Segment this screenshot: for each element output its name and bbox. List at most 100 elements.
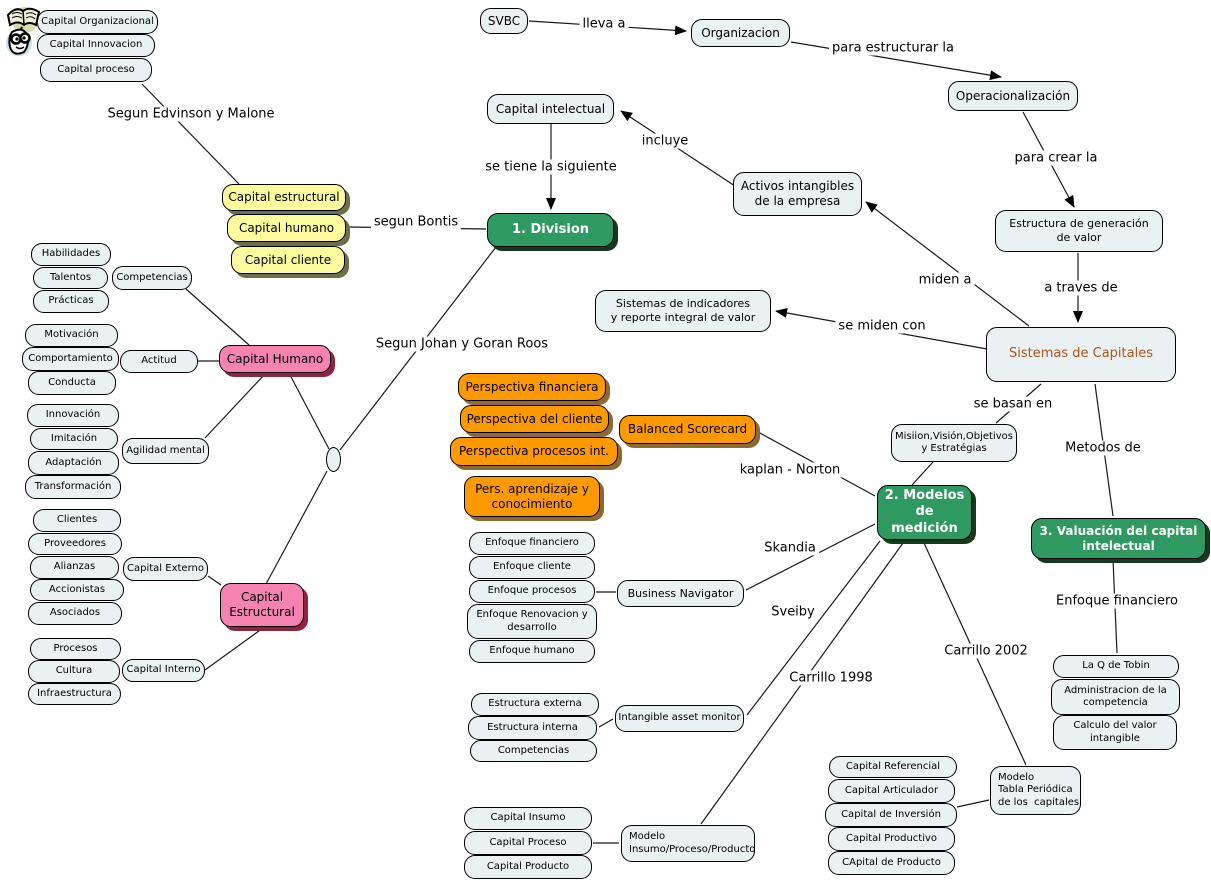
node-estructura-interna[interactable]: Estructura interna <box>468 716 597 740</box>
node-estructura-generacion-valor[interactable]: Estructura de generación de valor <box>995 210 1163 252</box>
node-competencias-sveiby[interactable]: Competencias <box>470 740 597 762</box>
node-talentos[interactable]: Talentos <box>33 267 108 289</box>
link-label-lleva-a[interactable]: lleva a <box>579 16 629 32</box>
node-capital-innovacion[interactable]: Capital Innovacion <box>37 34 155 57</box>
edge-line <box>956 799 990 808</box>
node-modelo-insumo-proceso-producto[interactable]: Modelo Insumo/Proceso/Producto <box>621 825 755 862</box>
link-label-segun-bontis[interactable]: segun Bontis <box>370 214 462 230</box>
node-junction[interactable] <box>326 447 341 472</box>
link-label-para-crear-la[interactable]: para crear la <box>1011 150 1101 166</box>
node-practicas[interactable]: Prácticas <box>33 290 109 313</box>
node-activos-intangibles[interactable]: Activos intangibles de la empresa <box>733 172 862 216</box>
node-enfoque-renovacion[interactable]: Enfoque Renovacion y desarrollo <box>467 604 597 639</box>
link-label-se-miden-con[interactable]: se miden con <box>835 318 929 334</box>
node-balanced-scorecard[interactable]: Balanced Scorecard <box>619 415 756 444</box>
node-capital-de-producto[interactable]: CApital de Producto <box>828 851 955 875</box>
edge-line <box>911 461 934 486</box>
link-label-para-estructurar-la[interactable]: para estructurar la <box>829 40 957 56</box>
edge-line <box>745 523 876 591</box>
node-capital-productivo[interactable]: Capital Productivo <box>828 827 955 851</box>
node-competencias-humano[interactable]: Competencias <box>112 266 192 290</box>
link-label-carrillo-1998[interactable]: Carrillo 1998 <box>786 670 876 686</box>
node-agilidad-mental[interactable]: Agilidad mental <box>122 438 209 464</box>
node-capital-organizacional[interactable]: Capital Organizacional <box>37 10 158 34</box>
node-business-navigator[interactable]: Business Navigator <box>617 580 744 607</box>
node-1-division[interactable]: 1. Division <box>487 213 614 247</box>
node-capital-interno[interactable]: Capital Interno <box>122 659 205 682</box>
node-adaptacion[interactable]: Adaptación <box>28 451 119 475</box>
node-innovacion[interactable]: Innovación <box>27 404 119 427</box>
node-capital-de-inversion[interactable]: Capital de Inversión <box>825 803 957 827</box>
node-sistemas-indicadores[interactable]: Sistemas de indicadores y reporte integr… <box>595 290 771 332</box>
node-perspectiva-procesos-int[interactable]: Perspectiva procesos int. <box>450 437 618 466</box>
edge-line <box>265 470 328 585</box>
link-label-a-traves-de[interactable]: a traves de <box>1041 280 1121 296</box>
link-label-metodos-de[interactable]: Metodos de <box>1062 440 1144 456</box>
node-enfoque-procesos[interactable]: Enfoque procesos <box>469 580 595 603</box>
node-2-modelos-de-medicion[interactable]: 2. Modelos de medición <box>877 485 972 540</box>
node-motivacion[interactable]: Motivación <box>25 324 118 347</box>
node-capital-articulador[interactable]: Capital Articulador <box>828 779 955 803</box>
node-intangible-asset-monitor[interactable]: Intangible asset monitor <box>615 705 744 732</box>
node-proveedores[interactable]: Proveedores <box>28 533 122 555</box>
node-perspectiva-del-cliente[interactable]: Perspectiva del cliente <box>460 405 609 433</box>
link-label-segun-edvinson-y-malone[interactable]: Segun Edvinson y Malone <box>104 106 278 122</box>
link-label-carrillo-2002[interactable]: Carrillo 2002 <box>941 643 1031 659</box>
link-label-miden-a[interactable]: miden a <box>915 272 975 288</box>
link-label-kaplan-norton[interactable]: kaplan - Norton <box>736 462 844 478</box>
node-capital-proceso-modelo[interactable]: Capital Proceso <box>464 831 592 855</box>
node-capital-humano-pink[interactable]: Capital Humano <box>219 345 331 373</box>
node-capital-humano-yellow[interactable]: Capital humano <box>227 214 346 242</box>
link-label-incluye[interactable]: incluye <box>638 133 692 149</box>
link-label-skandia[interactable]: Skandia <box>761 540 819 556</box>
link-label-segun-johan-y-goran-roos[interactable]: Segun Johan y Goran Roos <box>372 336 552 352</box>
edge-line <box>185 288 250 346</box>
node-capital-estructural-pink[interactable]: Capital Estructural <box>220 583 304 627</box>
node-asociados[interactable]: Asociados <box>28 602 122 625</box>
node-infraestructura[interactable]: Infraestructura <box>28 683 121 705</box>
node-modelo-tabla-periodica[interactable]: Modelo Tabla Periódica de los capitales <box>990 766 1081 815</box>
link-label-se-basan-en[interactable]: se basan en <box>970 396 1056 412</box>
link-label-sveiby[interactable]: Sveiby <box>768 604 818 620</box>
node-habilidades[interactable]: Habilidades <box>31 243 111 266</box>
node-capital-estructural-yellow[interactable]: Capital estructural <box>222 184 346 211</box>
node-svbc[interactable]: SVBC <box>480 8 528 34</box>
edge-line <box>141 83 240 185</box>
edge-line <box>288 372 330 450</box>
link-label-se-tiene-la-siguiente[interactable]: se tiene la siguiente <box>482 159 620 175</box>
node-actitud[interactable]: Actitud <box>120 350 198 373</box>
node-conducta[interactable]: Conducta <box>28 371 116 395</box>
node-perspectiva-financiera[interactable]: Perspectiva financiera <box>458 373 606 401</box>
node-enfoque-humano[interactable]: Enfoque humano <box>469 640 595 663</box>
node-capital-insumo[interactable]: Capital Insumo <box>464 807 592 830</box>
node-organizacion[interactable]: Organizacion <box>691 19 790 47</box>
node-alianzas[interactable]: Alianzas <box>30 556 119 579</box>
node-imitacion[interactable]: Imitación <box>30 428 118 450</box>
node-3-valuacion-capital-intelectual[interactable]: 3. Valuación del capital intelectual <box>1031 518 1206 559</box>
node-enfoque-cliente[interactable]: Enfoque cliente <box>469 556 595 579</box>
edge-line <box>865 201 1030 327</box>
node-capital-referencial[interactable]: Capital Referencial <box>829 756 957 778</box>
node-capital-externo[interactable]: Capital Externo <box>123 557 208 581</box>
node-sistemas-de-capitales[interactable]: Sistemas de Capitales <box>986 327 1176 382</box>
node-capital-producto[interactable]: Capital Producto <box>464 855 592 879</box>
node-cultura[interactable]: Cultura <box>28 660 120 683</box>
node-pers-aprendizaje[interactable]: Pers. aprendizaje y conocimiento <box>464 476 600 517</box>
node-capital-intelectual[interactable]: Capital intelectual <box>487 94 614 124</box>
node-transformacion[interactable]: Transformación <box>25 475 121 499</box>
node-administracion-competencia[interactable]: Administracion de la competencia <box>1051 679 1180 715</box>
node-procesos[interactable]: Procesos <box>30 638 121 660</box>
node-estructura-externa[interactable]: Estructura externa <box>471 693 599 716</box>
link-label-enfoque-financiero-label[interactable]: Enfoque financiero <box>1052 593 1182 609</box>
node-comportamiento[interactable]: Comportamiento <box>22 347 119 371</box>
node-operacionalizacion[interactable]: Operacionalización <box>948 81 1078 111</box>
node-la-q-de-tobin[interactable]: La Q de Tobin <box>1053 655 1179 678</box>
edge-line <box>790 41 1002 81</box>
node-mision-vision[interactable]: Misiion,Visión,Objetivos y Estratégias <box>891 424 1017 462</box>
node-capital-proceso[interactable]: Capital proceso <box>40 58 152 82</box>
node-accionistas[interactable]: Accionistas <box>30 579 124 601</box>
node-enfoque-financiero[interactable]: Enfoque financiero <box>469 532 595 555</box>
node-calculo-valor-intangible[interactable]: Calculo del valor intangible <box>1053 715 1177 750</box>
node-capital-cliente-yellow[interactable]: Capital cliente <box>231 246 345 274</box>
node-clientes[interactable]: Clientes <box>33 509 121 532</box>
